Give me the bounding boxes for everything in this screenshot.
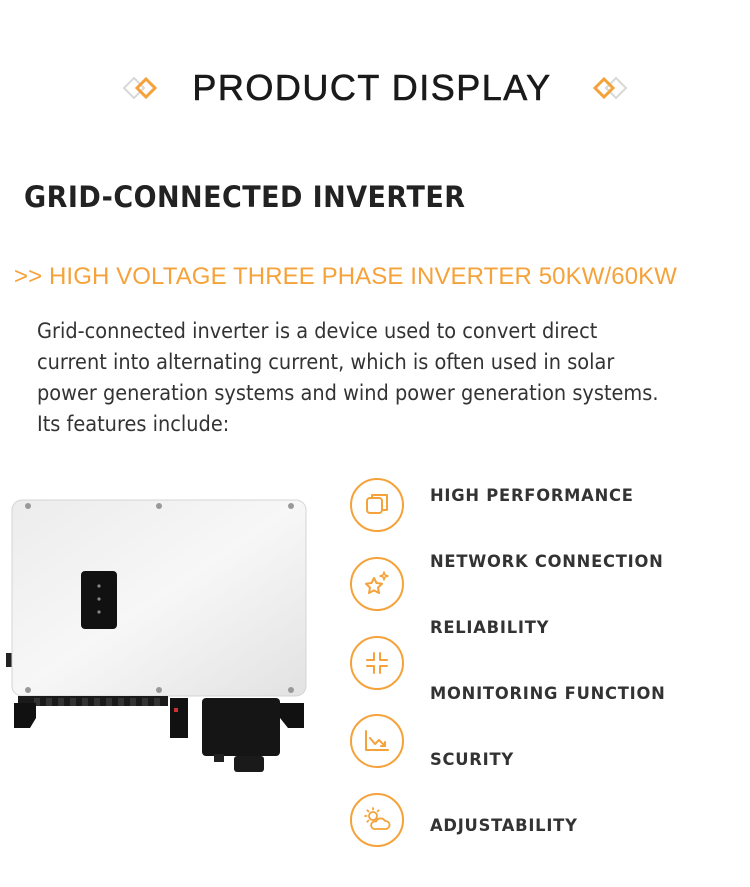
feature-label-high-performance: HIGH PERFORMANCE (430, 486, 634, 506)
trend-chart-icon (350, 714, 404, 768)
weather-icon (350, 793, 404, 847)
description-line: Grid-connected inverter is a device used… (37, 319, 598, 344)
description-line: power generation systems and wind power … (37, 381, 659, 406)
product-description: Grid-connected inverter is a device used… (37, 316, 721, 440)
page-header: PRODUCT DISPLAY (0, 66, 750, 110)
feature-label-monitoring-function: MONITORING FUNCTION (430, 684, 666, 704)
section-title: GRID-CONNECTED INVERTER (24, 180, 466, 214)
page-title: PRODUCT DISPLAY (192, 67, 552, 109)
features-list: HIGH PERFORMANCE NETWORK CONNECTION RELI… (348, 476, 748, 876)
diamond-ornament-right-icon (588, 76, 628, 100)
feature-label-network-connection: NETWORK CONNECTION (430, 552, 664, 572)
feature-label-security: SCURITY (430, 750, 514, 770)
feature-label-adjustability: ADJUSTABILITY (430, 816, 578, 836)
layers-icon (350, 478, 404, 532)
diamond-ornament-left-icon (122, 76, 162, 100)
feature-label-reliability: RELIABILITY (430, 618, 550, 638)
shrink-arrows-icon (350, 636, 404, 690)
product-subtitle: >> HIGH VOLTAGE THREE PHASE INVERTER 50K… (14, 263, 678, 290)
description-line: Its features include: (37, 412, 230, 437)
inverter-product-image (6, 498, 310, 778)
description-line: current into alternating current, which … (37, 350, 615, 375)
sparkle-star-icon (350, 557, 404, 611)
